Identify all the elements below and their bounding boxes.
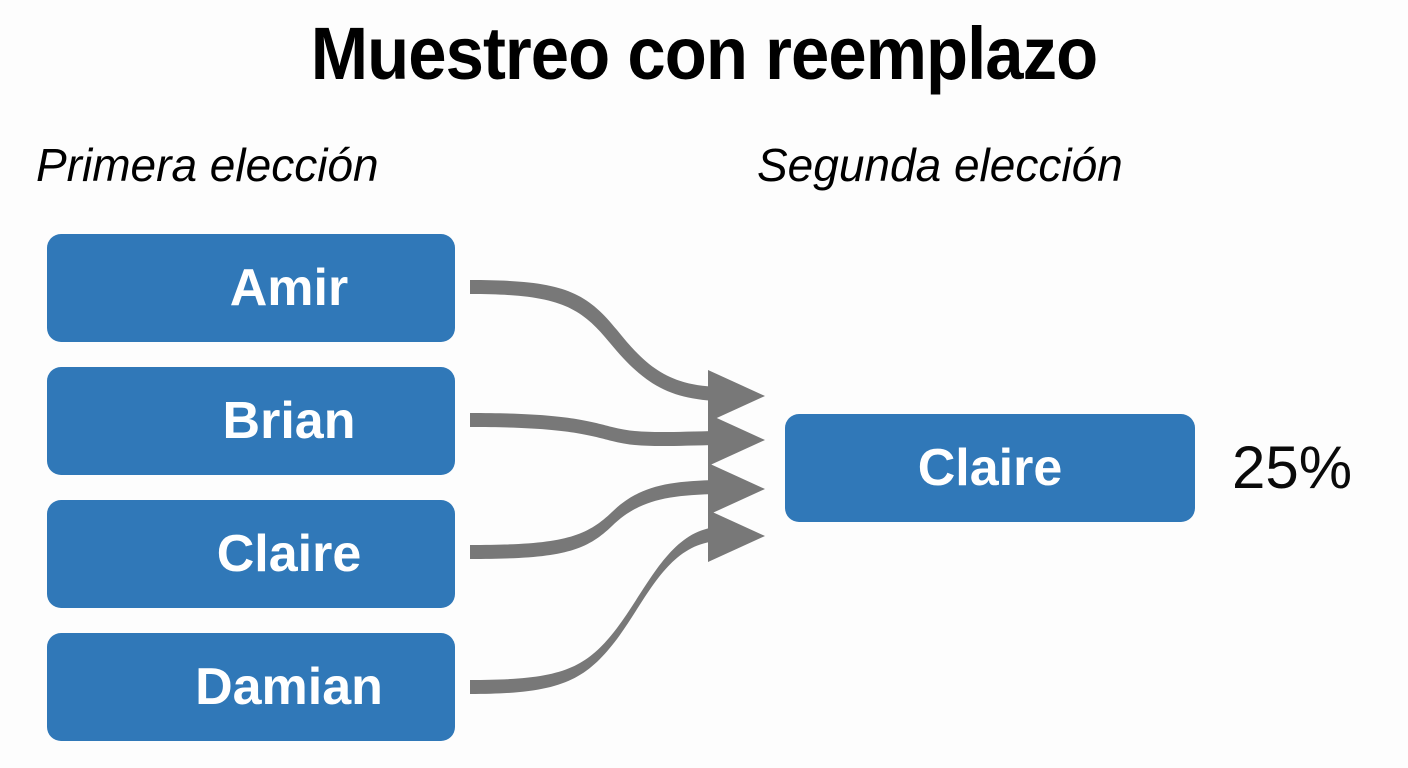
first-choice-box-brian[interactable]: Brian	[47, 367, 455, 475]
first-choice-label-claire: Claire	[216, 525, 362, 583]
probability-percentage: 25%	[1232, 434, 1353, 501]
page-title: Muestreo con reemplazo	[310, 12, 1098, 95]
first-choice-label-amir: Amir	[229, 259, 349, 317]
curved-arrow-icon-damian	[470, 510, 765, 694]
first-choice-box-damian[interactable]: Damian	[47, 633, 455, 741]
curved-arrow-icon-brian	[470, 413, 765, 466]
curved-arrow-icon-claire	[470, 463, 765, 559]
second-choice-label-claire: Claire	[917, 439, 1063, 497]
second-choice-box-claire[interactable]: Claire	[785, 414, 1195, 522]
first-choice-box-amir[interactable]: Amir	[47, 234, 455, 342]
column-heading-first-choice: Primera elección	[36, 139, 379, 191]
first-choice-label-brian: Brian	[222, 392, 356, 450]
curved-arrow-icon-amir	[470, 280, 765, 422]
first-choice-label-damian: Damian	[195, 658, 383, 716]
column-heading-second-choice: Segunda elección	[757, 139, 1123, 191]
first-choice-box-claire[interactable]: Claire	[47, 500, 455, 608]
